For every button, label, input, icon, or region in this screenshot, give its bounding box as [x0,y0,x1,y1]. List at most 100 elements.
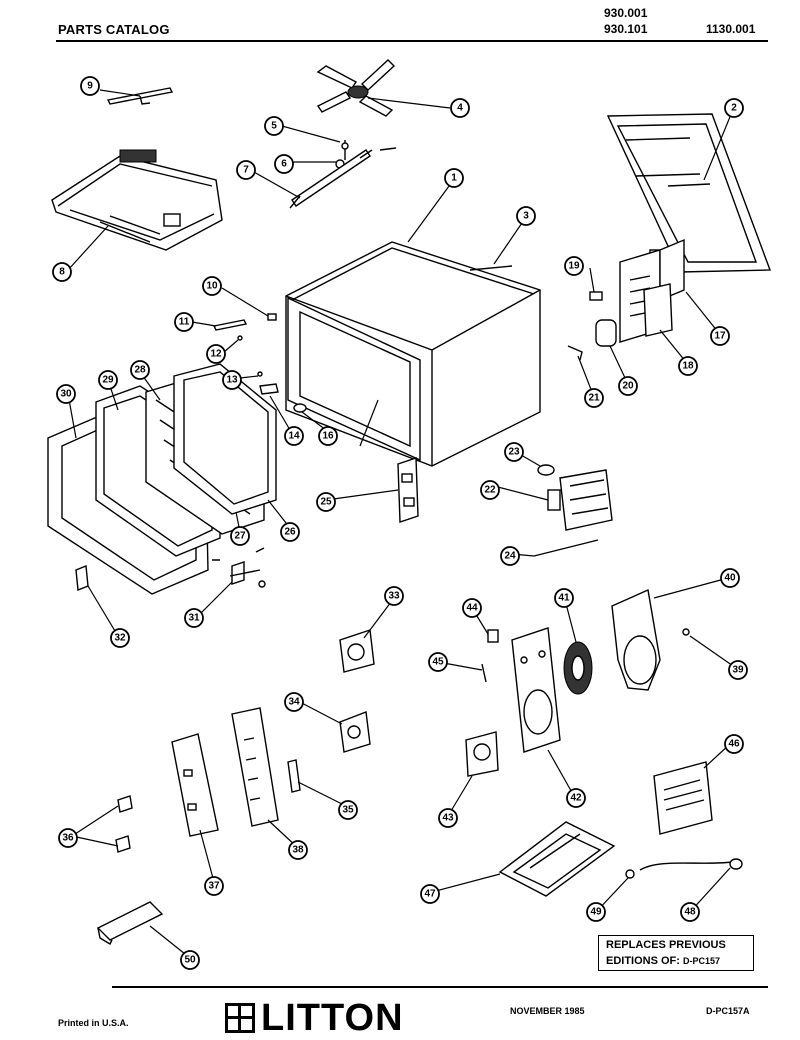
callout-3: 3 [516,206,536,226]
callout-13: 13 [222,370,242,390]
callout-27: 27 [230,526,250,546]
svg-text:13: 13 [226,375,238,386]
callout-46: 46 [724,734,744,754]
parts-31-32-latch [75,547,266,591]
callout-14: 14 [284,426,304,446]
svg-text:24: 24 [504,551,516,562]
svg-text:43: 43 [442,813,454,824]
callout-24: 24 [500,546,520,566]
svg-text:4: 4 [457,103,463,114]
part-36-knobs [115,795,133,853]
svg-text:30: 30 [60,389,72,400]
parts-17-to-21-components [567,238,685,361]
callout-23: 23 [504,442,524,462]
parts-39-40-blower-housing [611,588,690,691]
svg-text:19: 19 [568,261,580,272]
callout-leader-lines [67,89,737,959]
replaces-editions-label: EDITIONS OF: [606,955,680,967]
callout-41: 41 [554,588,574,608]
callout-30: 30 [56,384,76,404]
svg-text:37: 37 [208,881,220,892]
document-number: D-PC157A [706,1006,750,1016]
part-50-owners-manual [96,901,164,945]
part-5-6-7-stirrer-assembly [289,140,397,209]
callout-17: 17 [710,326,730,346]
svg-text:14: 14 [288,431,300,442]
svg-text:36: 36 [62,833,74,844]
svg-text:2: 2 [731,103,737,114]
callout-44: 44 [462,598,482,618]
model-number-mid: 930.101 [604,22,648,36]
callout-40: 40 [720,568,740,588]
svg-text:25: 25 [320,497,332,508]
svg-text:35: 35 [342,805,354,816]
callout-10: 10 [202,276,222,296]
svg-text:8: 8 [59,267,65,278]
svg-text:26: 26 [284,527,296,538]
parts-26-to-30-door-assembly [47,363,277,595]
part-8-top-plate [51,149,223,251]
svg-text:29: 29 [102,375,114,386]
svg-text:39: 39 [732,665,744,676]
part-41-blower-wheel [563,641,593,695]
svg-text:49: 49 [590,907,602,918]
parts-48-49-power-cord [625,858,743,879]
callout-47: 47 [420,884,440,904]
svg-text:31: 31 [188,613,200,624]
parts-35-37-38-control-panels [171,707,301,837]
model-number-top: 930.001 [604,6,648,20]
svg-text:16: 16 [322,431,334,442]
part-3-strip [469,265,513,271]
part-4-stirrer-fan [316,59,396,117]
svg-text:10: 10 [206,281,218,292]
replaces-line2: EDITIONS OF: D-PC157 [606,955,720,967]
callout-5: 5 [264,116,284,136]
svg-text:27: 27 [234,531,246,542]
svg-text:32: 32 [114,633,126,644]
callout-38: 38 [288,840,308,860]
svg-text:46: 46 [728,739,740,750]
catalog-title: PARTS CATALOG [58,22,170,37]
svg-text:44: 44 [466,603,478,614]
svg-text:6: 6 [281,159,287,170]
svg-text:23: 23 [508,447,520,458]
svg-text:1: 1 [451,173,457,184]
replaces-previous-box: REPLACES PREVIOUS EDITIONS OF: D-PC157 [598,935,754,971]
svg-text:28: 28 [134,365,146,376]
parts-22-to-24-magnetron [533,464,613,557]
callout-48: 48 [680,902,700,922]
callout-34: 34 [284,692,304,712]
publication-date: NOVEMBER 1985 [510,1006,585,1016]
svg-text:22: 22 [484,485,496,496]
callout-18: 18 [678,356,698,376]
callout-20: 20 [618,376,638,396]
svg-text:7: 7 [243,165,249,176]
parts-44-45-small [481,629,499,683]
parts-33-34-switches [339,629,375,753]
callout-8: 8 [52,262,72,282]
part-43-motor [465,731,499,777]
replaces-code: D-PC157 [683,956,721,966]
callout-49: 49 [586,902,606,922]
svg-text:50: 50 [184,955,196,966]
svg-text:48: 48 [684,907,696,918]
svg-text:33: 33 [388,591,400,602]
part-42-motor-bracket [511,627,561,753]
svg-text:21: 21 [588,393,600,404]
callout-43: 43 [438,808,458,828]
litton-logo: LITTON [225,998,404,1038]
svg-text:9: 9 [87,81,93,92]
callout-32: 32 [110,628,130,648]
part-2-rear-panel [606,113,771,273]
svg-text:20: 20 [622,381,634,392]
callout-39: 39 [728,660,748,680]
part-46-transformer [653,761,713,835]
litton-wordmark: LITTON [261,997,404,1039]
svg-text:3: 3 [523,211,529,222]
svg-text:41: 41 [558,593,570,604]
callout-6: 6 [274,154,294,174]
callout-26: 26 [280,522,300,542]
model-number-right: 1130.001 [706,22,756,36]
footer-rule [112,986,768,988]
